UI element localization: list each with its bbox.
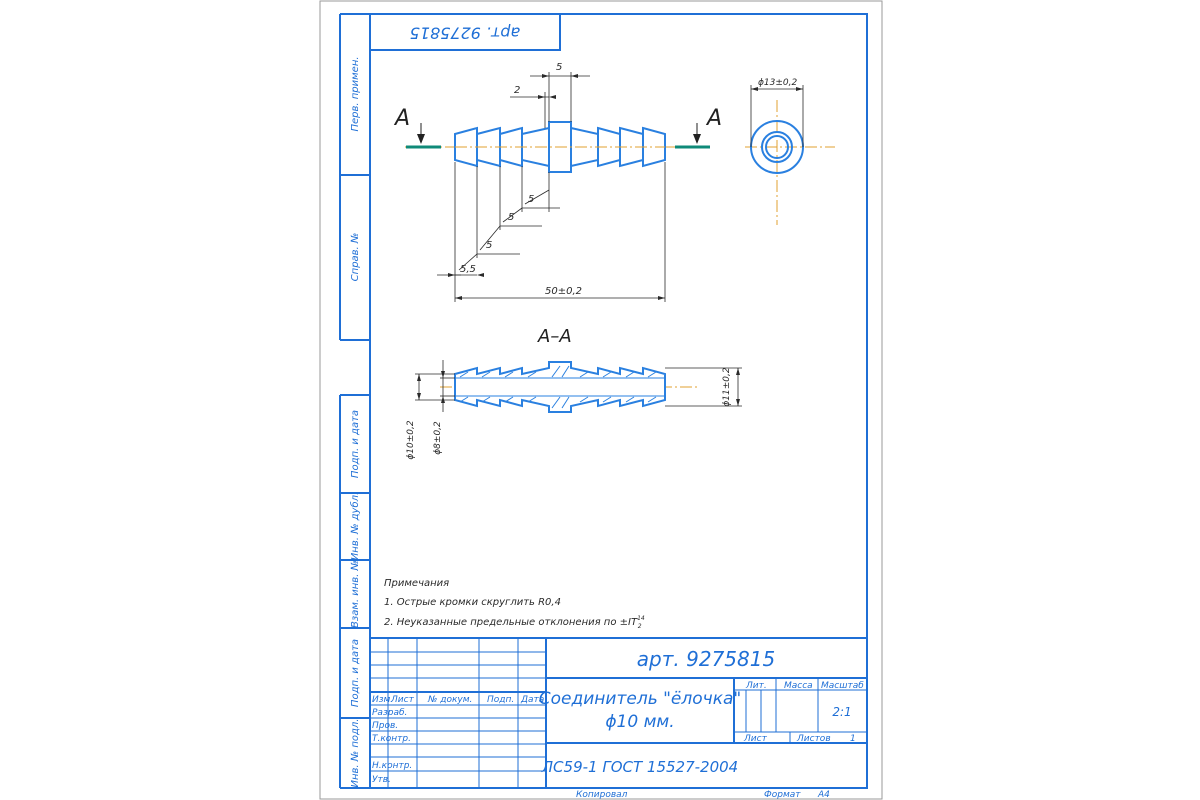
tb-col-date: Дата <box>520 695 544 705</box>
sheet-border <box>319 0 883 800</box>
margin-label-sprav: Справ. № <box>350 233 361 282</box>
tb-scale-value: 2:1 <box>832 705 851 719</box>
margin-label-podp2: Подп. и дата <box>350 639 361 707</box>
tb-article: арт. 9275815 <box>637 647 775 671</box>
tb-mass: Масса <box>784 681 813 691</box>
section-title: А–А <box>537 326 572 347</box>
section-outline <box>454 361 666 413</box>
tb-sheet: Лист <box>743 734 768 744</box>
tb-scale-label: Масштаб <box>821 681 864 691</box>
margin-label-inv-dubl: Инв. № дубл. <box>349 492 361 560</box>
margin-label-inv-podl: Инв. № подл. <box>350 719 361 788</box>
tb-row-razrab: Разраб. <box>372 708 407 718</box>
footer-copied: Копировал <box>576 790 628 800</box>
dim-5-a: 5 <box>528 194 534 205</box>
tb-material: ЛС59-1 ГОСТ 15527-2004 <box>541 758 738 776</box>
tb-row-prov: Пров. <box>372 721 398 731</box>
dim-overall-50: 50±0,2 <box>545 286 582 297</box>
tb-col-list: Лист <box>390 695 415 705</box>
dim-diameter-10: ϕ10±0,2 <box>406 420 416 460</box>
tb-sheets-value: 1 <box>850 734 856 744</box>
stamp-top-text: арт. 9275815 <box>410 24 521 43</box>
tb-row-tkontr: Т.контр. <box>372 734 411 744</box>
dim-5-5: 5,5 <box>460 264 476 275</box>
footer-format-value: А4 <box>817 790 830 800</box>
margin-label-perv: Перв. примен. <box>350 56 361 131</box>
tb-lit: Лит. <box>745 681 767 691</box>
dim-5-c: 5 <box>486 240 492 251</box>
notes-heading: Примечания <box>384 578 449 589</box>
margin-label-vzam: Взам. инв. № <box>350 560 361 628</box>
section-view: А–А <box>406 326 742 460</box>
tb-sheets: Листов <box>796 734 831 744</box>
dim-top-5: 5 <box>556 62 562 73</box>
margin-label-podp1: Подп. и дата <box>350 410 361 478</box>
tb-row-utv: Утв. <box>372 775 391 785</box>
dim-diameter-11: ϕ11±0,2 <box>722 367 732 407</box>
notes-line-1: 1. Острые кромки скруглить R0,4 <box>384 597 561 608</box>
main-dimensions <box>437 72 666 302</box>
drawing-frame <box>339 13 868 789</box>
main-view: A A <box>393 62 835 302</box>
dim-5-b: 5 <box>508 212 514 223</box>
tb-name-line1: Соединитель "ёлочка" <box>539 689 741 709</box>
cut-letter-right: A <box>705 106 722 131</box>
title-block <box>370 637 867 788</box>
notes: Примечания 1. Острые кромки скруглить R0… <box>384 578 645 630</box>
dim-diameter-8: ϕ8±0,2 <box>433 421 443 455</box>
dim-diameter-13: ϕ13±0,2 <box>758 78 798 88</box>
tb-col-izm: Изм. <box>372 695 393 705</box>
dim-2: 2 <box>514 85 520 96</box>
footer-format: Формат <box>764 790 801 800</box>
tb-col-sign: Подп. <box>487 695 514 705</box>
tb-name-line2: ϕ10 мм. <box>605 712 674 732</box>
notes-line-2: 2. Неуказанные предельные отклонения по … <box>384 615 645 630</box>
end-view: ϕ13±0,2 <box>745 78 835 225</box>
cut-letter-left: A <box>393 106 410 131</box>
tb-row-nkontr: Н.контр. <box>372 761 412 771</box>
tb-col-doc: № докум. <box>427 695 472 705</box>
